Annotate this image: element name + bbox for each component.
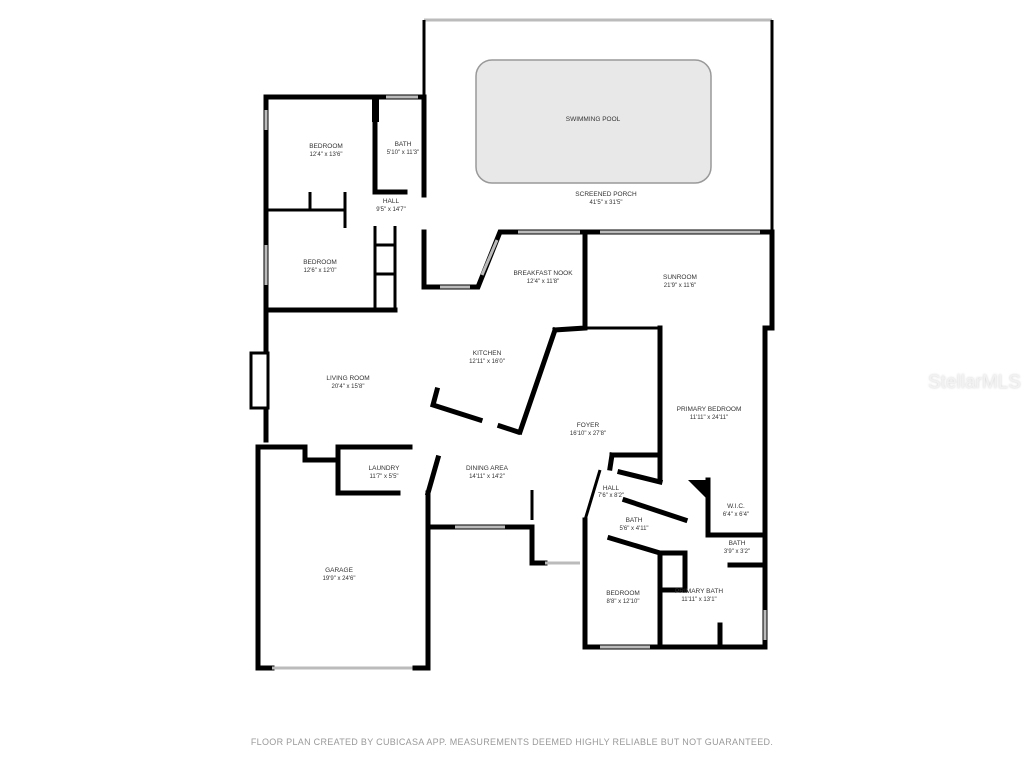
room-dimensions: 12'6" x 12'0" xyxy=(304,268,337,274)
room-dimensions: 16'10" x 27'8" xyxy=(570,431,606,437)
room-name: BEDROOM xyxy=(309,143,343,150)
room-dimensions: 7'6" x 8'2" xyxy=(598,493,624,499)
room-name: BATH xyxy=(626,517,643,524)
room-dimensions: 41'5" x 31'5" xyxy=(590,200,623,206)
swimming-pool xyxy=(475,59,712,184)
room-dimensions: 11'11" x 13'1" xyxy=(681,597,716,603)
room-dimensions: 8'8" x 12'10" xyxy=(607,599,640,605)
room-name: SCREENED PORCH xyxy=(575,191,637,198)
room-dimensions: 12'11" x 16'0" xyxy=(469,359,505,365)
room-name: LAUNDRY xyxy=(369,465,401,472)
room-dimensions: 11'7" x 5'5" xyxy=(369,474,398,480)
room-dimensions: 12'4" x 13'6" xyxy=(310,152,343,158)
room-name: PRIMARY BEDROOM xyxy=(677,406,742,413)
room-name: HALL xyxy=(383,198,400,205)
room-name: BREAKFAST NOOK xyxy=(513,270,573,277)
walls xyxy=(249,94,775,671)
room-dimensions: 5'6" x 4'11" xyxy=(619,526,648,532)
room-name: HALL xyxy=(603,485,620,492)
room-dimensions: 6'4" x 6'4" xyxy=(723,512,749,518)
footer-disclaimer: FLOOR PLAN CREATED BY CUBICASA APP. MEAS… xyxy=(250,737,774,747)
room-name: SWIMMING POOL xyxy=(566,116,621,123)
room-name: BATH xyxy=(729,540,746,547)
room-name: DINING AREA xyxy=(466,465,509,472)
room-name: KITCHEN xyxy=(473,350,502,357)
watermark: StellarMLS xyxy=(928,372,1021,393)
room-dimensions: 19'9" x 24'6" xyxy=(323,576,356,582)
room-dimensions: 3'9" x 3'2" xyxy=(724,549,750,555)
room-dimensions: 9'5" x 14'7" xyxy=(376,207,406,213)
room-name: GARAGE xyxy=(325,567,353,574)
room-dimensions: 5'10" x 11'3" xyxy=(387,150,419,156)
room-dimensions: 12'4" x 11'8" xyxy=(527,279,559,285)
porch-walls xyxy=(422,18,774,230)
room-name: BEDROOM xyxy=(303,259,337,266)
room-name: FOYER xyxy=(577,422,600,429)
room-dimensions: 21'9" x 11'6" xyxy=(664,283,696,289)
room-name: SUNROOM xyxy=(663,274,697,281)
room-dimensions: 14'11" x 14'2" xyxy=(469,474,505,480)
room-name: BEDROOM xyxy=(606,590,640,597)
room-name: LIVING ROOM xyxy=(326,375,369,382)
room-name: BATH xyxy=(395,141,412,148)
room-dimensions: 20'4" x 15'8" xyxy=(332,384,365,390)
room-dimensions: 11'11" x 24'11" xyxy=(690,415,728,421)
room-name: W.I.C. xyxy=(727,503,745,510)
room-labels: SWIMMING POOL SCREENED PORCH 41'5" x 31'… xyxy=(303,116,750,605)
room-name: PRIMARY BATH xyxy=(675,588,723,595)
